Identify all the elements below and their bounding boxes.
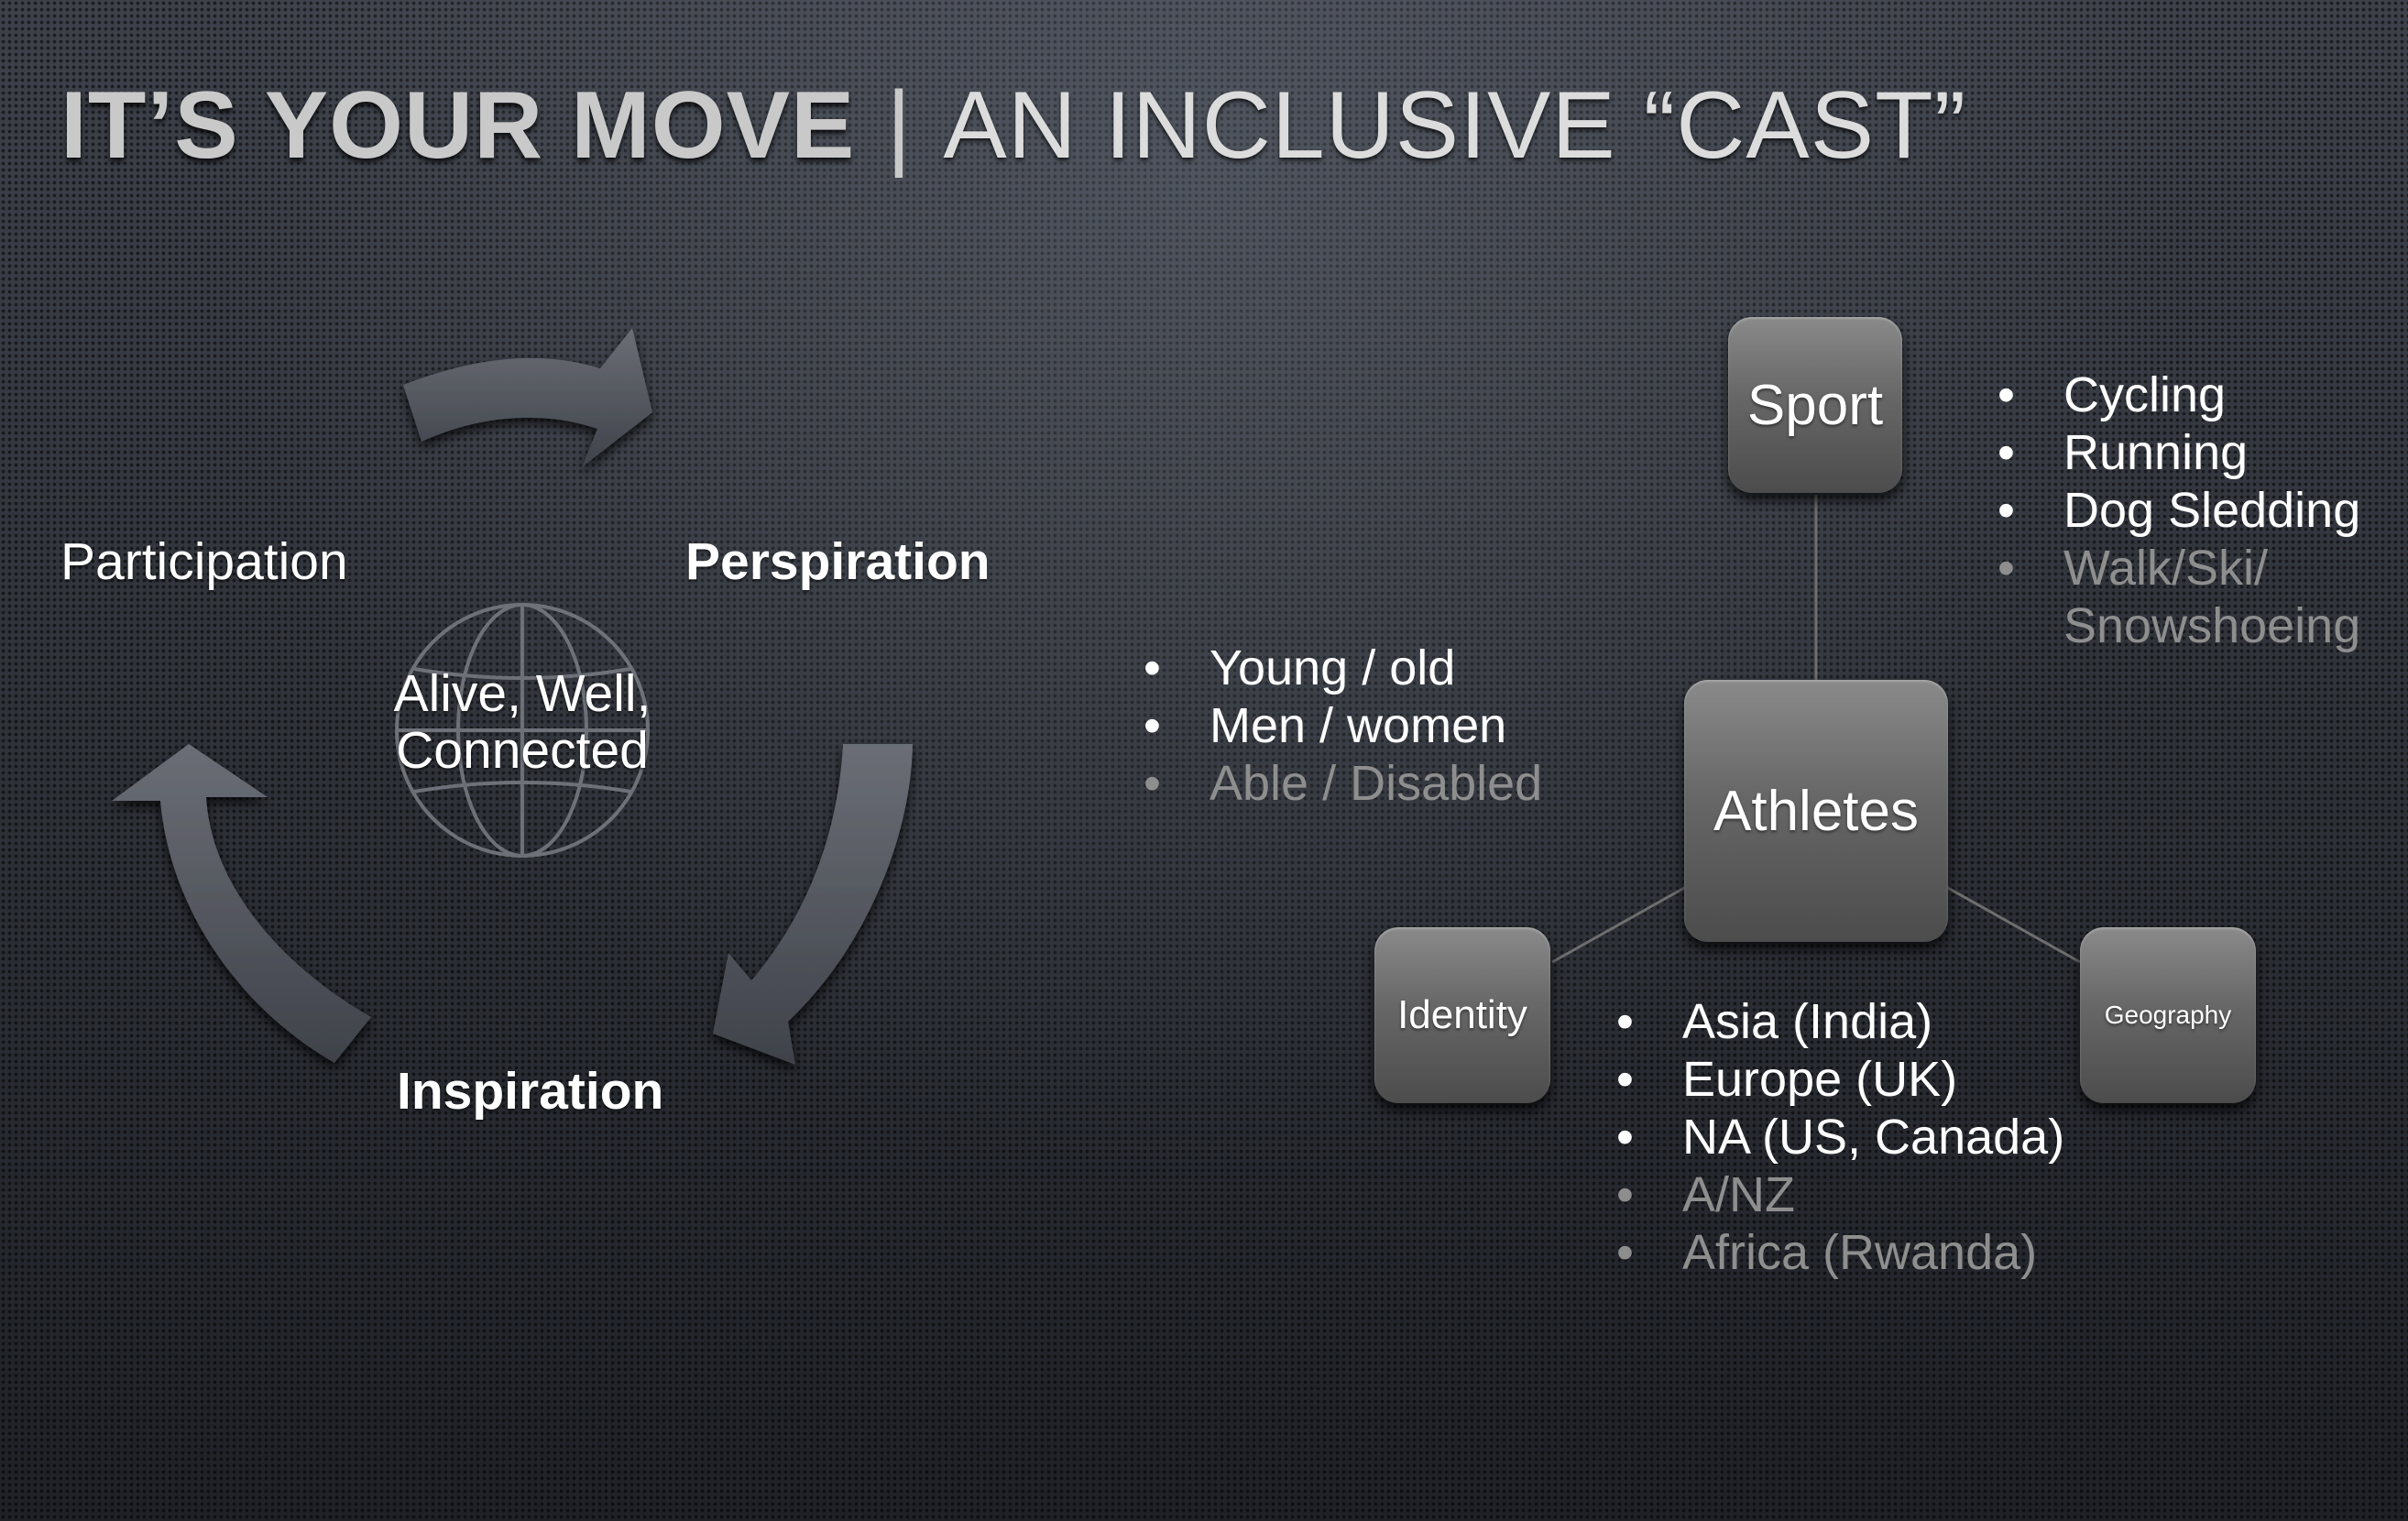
list-item: Africa (Rwanda)	[1616, 1224, 2064, 1282]
list-item: Men / women	[1144, 697, 1542, 755]
list-item: NA (US, Canada)	[1616, 1109, 2064, 1166]
center-line-1: Alive, Well,	[393, 664, 651, 723]
list-item-text: Snowshoeing	[2063, 598, 2361, 653]
list-item: Cycling	[1998, 367, 2360, 424]
identity-box: Identity	[1374, 927, 1550, 1103]
list-item: Dog Sledding	[1998, 482, 2360, 540]
geography-list: Asia (India) Europe (UK) NA (US, Canada)…	[1616, 993, 2064, 1282]
sport-list: Cycling Running Dog Sledding Walk/Ski/ S…	[1998, 367, 2360, 655]
slide-title: IT’S YOUR MOVE | AN INCLUSIVE “CAST”	[60, 57, 1966, 194]
list-item: A/NZ	[1616, 1166, 2064, 1224]
label-perspiration: Perspiration	[685, 532, 991, 591]
globe-icon	[395, 603, 650, 858]
list-item: Europe (UK)	[1616, 1051, 2064, 1109]
arrow-top	[403, 328, 652, 467]
list-item: Young / old	[1144, 640, 1542, 697]
list-item-continued: Snowshoeing	[2063, 597, 2360, 655]
title-rest: AN INCLUSIVE “CAST”	[943, 72, 1967, 179]
connector-geography-athletes	[1945, 885, 2081, 964]
cycle-center-text: Alive, Well, Connected	[348, 665, 696, 779]
arrow-left	[112, 744, 371, 1063]
arrow-right	[713, 744, 913, 1065]
list-item: Running	[1998, 424, 2360, 482]
sport-box: Sport	[1728, 317, 1902, 493]
list-item: Asia (India)	[1616, 993, 2064, 1051]
identity-list: Young / old Men / women Able / Disabled	[1144, 640, 1542, 813]
label-participation: Participation	[60, 532, 348, 591]
title-separator: |	[886, 72, 913, 179]
connector-identity-athletes	[1551, 885, 1687, 964]
center-line-2: Connected	[396, 721, 649, 780]
geography-box: Geography	[2080, 927, 2256, 1103]
label-inspiration: Inspiration	[397, 1062, 664, 1121]
list-item: Walk/Ski/	[1998, 540, 2360, 597]
title-bold: IT’S YOUR MOVE	[60, 72, 856, 179]
athletes-box: Athletes	[1684, 680, 1948, 942]
list-item: Able / Disabled	[1144, 755, 1542, 813]
